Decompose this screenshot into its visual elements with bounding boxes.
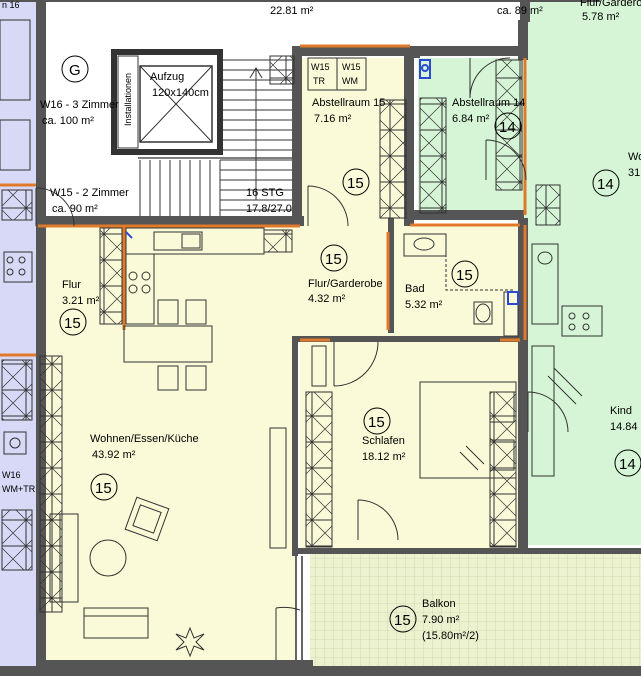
balcony-tiles [310, 553, 641, 675]
living-furniture [49, 427, 287, 658]
w15-2-zimmer-label: W15 - 2 Zimmer [50, 187, 129, 199]
bedroom-furniture [311, 345, 517, 479]
walls [0, 0, 641, 676]
flur-unit: 15 [64, 315, 81, 332]
utility-box-w15 [307, 57, 367, 91]
w16-3-zimmer-label: W16 - 3 Zimmer [40, 99, 119, 111]
flur-garderobe-14-name: Flur/Garderobe [580, 0, 641, 9]
kitchen-counter [123, 227, 265, 391]
w16-area-label: ca. 100 m² [42, 115, 94, 127]
top-area-right: ca. 89 m² [497, 5, 543, 17]
flur-garderobe-14-area: 5.78 m² [582, 11, 620, 23]
bad-area: 5.32 m² [405, 299, 443, 311]
abstellraum-15-area: 7.16 m² [314, 113, 352, 125]
installationen-label: Installationen [123, 73, 133, 126]
window-frames [0, 44, 527, 357]
top-area-left: 22.81 m² [270, 5, 314, 17]
aufzug-label: Aufzug [150, 71, 184, 83]
abstellraum-14-name: Abstellraum 14 [452, 97, 525, 109]
schlafen-name: Schlafen [362, 435, 405, 447]
abstellraum-14-area: 6.84 m² [452, 113, 490, 125]
flur-garderobe-area: 4.32 m² [308, 293, 346, 305]
aufzug-size-label: 120x140cm [152, 87, 209, 99]
kind-area: 14.84 m [610, 421, 641, 433]
elevator-shaft [111, 49, 223, 155]
wm-tr-label: WM+TR [2, 484, 36, 494]
wohnen-14-area: 31.9 [628, 167, 641, 179]
wohnen-14-unit: 14 [597, 176, 614, 193]
balkon-unit: 15 [394, 612, 411, 629]
wohnen-unit: 15 [95, 480, 112, 497]
w15-area-label: ca. 90 m² [52, 203, 98, 215]
abstellraum-15-unit: 15 [347, 175, 364, 192]
kind-name: Kind [610, 405, 632, 417]
balkon-area: 7.90 m² [422, 614, 460, 626]
apartment-15-living-floor [38, 226, 296, 666]
wm-label: WM [342, 76, 358, 86]
apartment-markers [59, 55, 641, 633]
neighbour-fixtures [0, 19, 603, 477]
flur-name: Flur [62, 279, 81, 291]
w16-left-label: W16 [2, 470, 21, 480]
apartment-14-area [520, 0, 641, 545]
doors [35, 57, 569, 660]
apartment-15-bedroom-floor [300, 342, 521, 552]
w15-wm-title: W15 [342, 62, 361, 72]
flur-garderobe-name: Flur/Garderobe [308, 278, 383, 290]
schlafen-unit: 15 [368, 414, 385, 431]
built-in-wardrobes [1, 55, 561, 613]
stg-label: 16 STG [246, 187, 284, 199]
kind-unit: 14 [619, 456, 636, 473]
balkon-area-alt: (15.80m²/2) [422, 630, 479, 642]
tr-label: TR [313, 76, 325, 86]
balkon-name: Balkon [422, 598, 456, 610]
abstellraum-15-name: Abstellraum 15 [312, 97, 385, 109]
apartment-16-area [0, 0, 38, 676]
stg-dim-label: 17.8/27.0 [246, 203, 292, 215]
edge-label-16: n 16 [2, 0, 20, 10]
flur-garderobe-unit: 15 [325, 251, 342, 268]
bad-unit: 15 [456, 267, 473, 284]
schlafen-area: 18.12 m² [362, 451, 406, 463]
w15-tr-title: W15 [311, 62, 330, 72]
abstellraum-14-unit: 14 [499, 119, 516, 136]
g-marker: G [69, 62, 81, 79]
installation-shafts [125, 59, 519, 305]
staircase [138, 59, 292, 216]
wohnen-14-name: Wo [628, 151, 641, 163]
bad-name: Bad [405, 283, 425, 295]
wohnen-area: 43.92 m² [92, 449, 136, 461]
wohnen-name: Wohnen/Essen/Küche [90, 433, 199, 445]
flur-area: 3.21 m² [62, 295, 100, 307]
